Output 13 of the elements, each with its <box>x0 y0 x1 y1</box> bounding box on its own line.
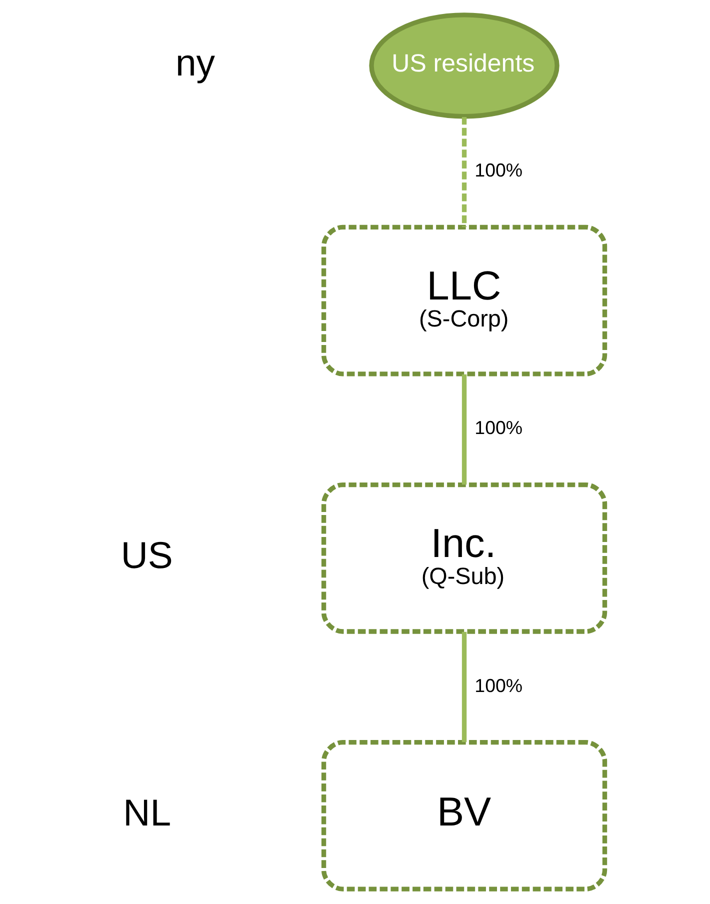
node-box: LLC (S-Corp) <box>321 224 608 376</box>
edge-label: 100% <box>474 160 523 181</box>
edge-label: 100% <box>474 417 523 438</box>
label: US <box>120 534 173 576</box>
connector <box>462 116 467 227</box>
label: ny <box>175 41 216 84</box>
node-ellipse: US residents <box>369 12 560 119</box>
edge-label: 100% <box>474 674 523 696</box>
node-box: Inc. (Q-Sub) <box>321 482 608 634</box>
node-box: BV <box>321 740 608 892</box>
connector <box>462 374 467 485</box>
connector <box>462 632 467 742</box>
label: NL <box>123 791 172 834</box>
